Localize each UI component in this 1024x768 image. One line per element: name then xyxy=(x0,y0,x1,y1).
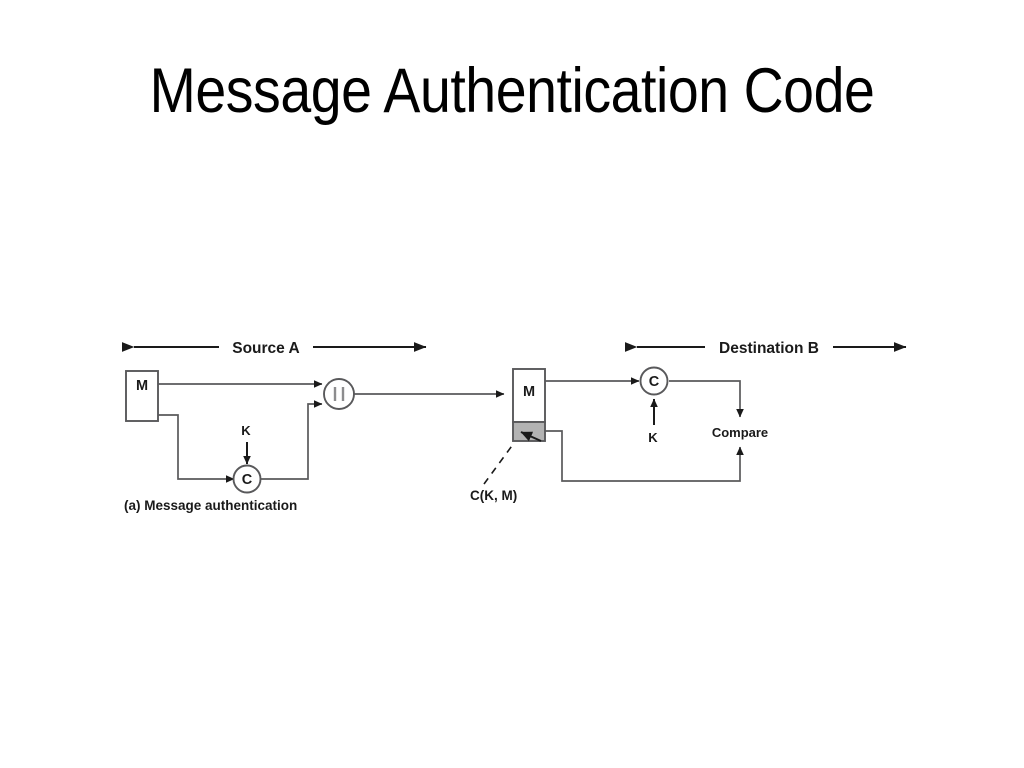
destination-b-header-label: Destination B xyxy=(719,340,819,357)
source-mac-function-label: C xyxy=(242,472,253,488)
page-title: Message Authentication Code xyxy=(149,56,875,126)
destination-mac-function-node: C xyxy=(639,366,669,396)
source-a-scope-rule: Source A xyxy=(121,340,427,357)
source-a-header-label: Source A xyxy=(232,340,299,357)
source-message-box: M xyxy=(125,370,159,422)
destination-mac-function-label: C xyxy=(649,374,660,390)
mac-annotation-leader-line xyxy=(483,442,515,485)
compare-label: Compare xyxy=(712,425,768,440)
destination-message-part xyxy=(512,368,546,423)
concatenation-circle xyxy=(323,378,355,410)
mac-annotation: C(K, M) xyxy=(470,442,517,503)
source-message-box-label: M xyxy=(136,378,148,394)
destination-mac-function-circle xyxy=(639,366,669,396)
wire-source-mac-to-concat xyxy=(261,400,323,480)
source-mac-function-node: C xyxy=(232,464,262,494)
destination-message-box: M xyxy=(512,368,546,442)
source-key-label: K xyxy=(241,423,251,438)
destination-message-box-label: M xyxy=(523,384,535,400)
destination-mac-inbound-arrow xyxy=(520,431,542,442)
concatenation-node xyxy=(323,378,355,410)
mac-annotation-label: C(K, M) xyxy=(470,488,517,503)
diagram-caption: (a) Message authentication xyxy=(124,498,297,513)
destination-b-scope-rule: Destination B xyxy=(624,340,907,357)
source-message-box-rect xyxy=(125,370,159,422)
wire-received-mac-to-compare xyxy=(545,430,744,482)
wire-source-message-to-mac-function xyxy=(158,414,235,483)
destination-key-label: K xyxy=(648,430,658,445)
wire-dest-mac-to-compare xyxy=(669,380,744,418)
destination-mac-part xyxy=(512,421,546,442)
source-mac-function-circle xyxy=(232,464,262,494)
